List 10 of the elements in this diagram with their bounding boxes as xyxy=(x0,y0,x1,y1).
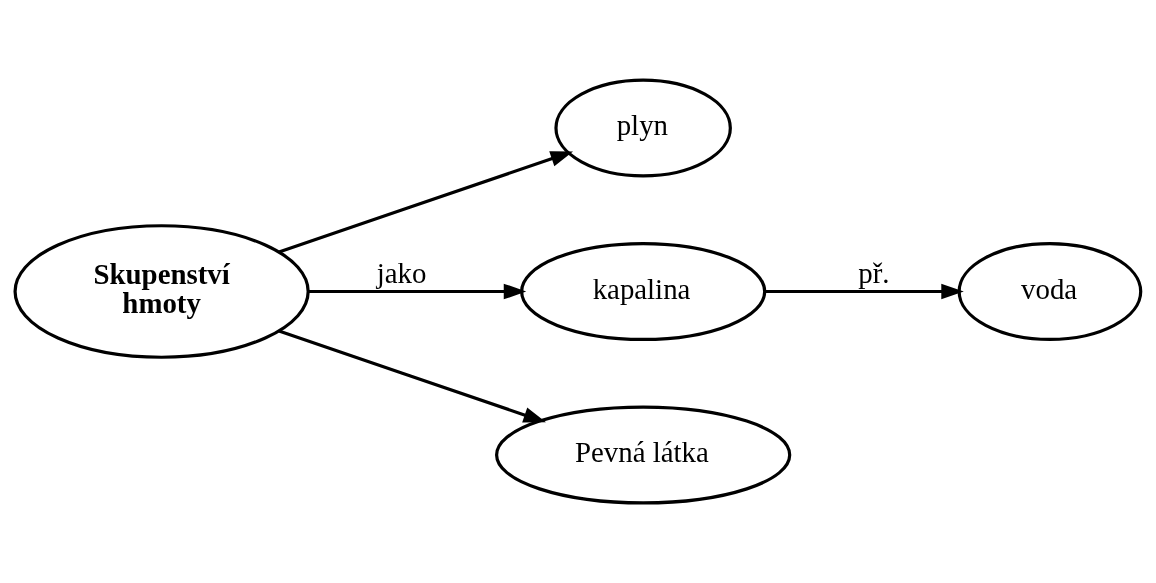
node-ellipse: voda xyxy=(957,241,1143,342)
node-ellipse: kapalina xyxy=(520,241,767,342)
arrow xyxy=(278,329,546,423)
arrow xyxy=(278,151,574,254)
edge-label: př. xyxy=(858,256,890,289)
edge-label: jako xyxy=(376,256,427,289)
node-ellipse: plyn xyxy=(554,78,732,178)
node-ellipse: Skupenství hmoty xyxy=(13,224,310,359)
arrow xyxy=(764,283,964,300)
arrow xyxy=(308,283,527,300)
